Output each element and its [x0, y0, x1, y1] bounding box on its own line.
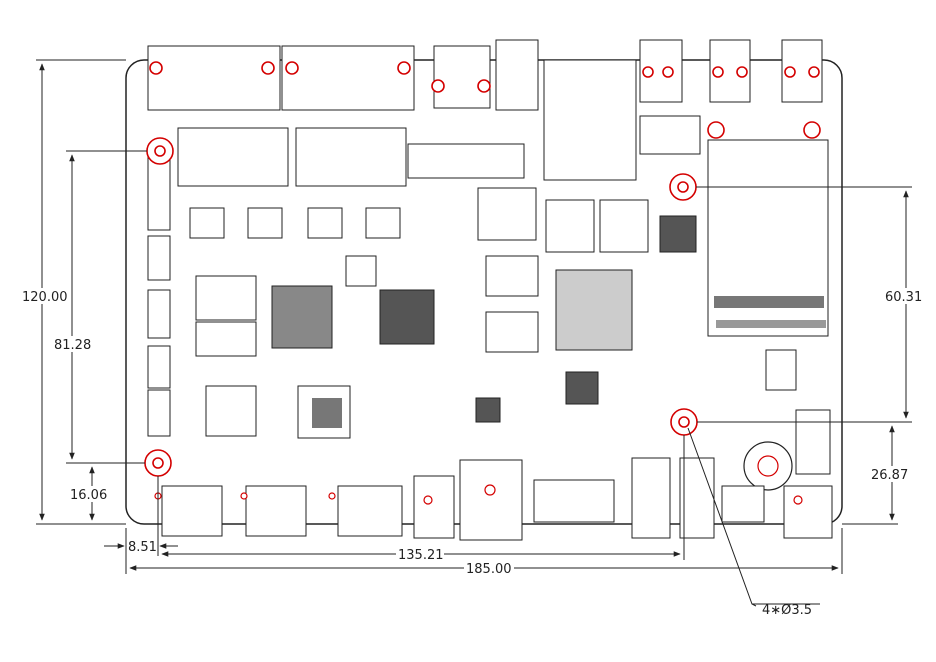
- dim-right-hole-from-bottom: 26.87: [871, 468, 908, 483]
- hole-callout: 4∗Ø3.5: [762, 603, 812, 618]
- dim-hole-offset-left: 8.51: [128, 540, 157, 555]
- bottom-connectors: [154, 457, 833, 541]
- dim-hole-span-horizontal: 135.21: [398, 548, 444, 563]
- dim-height-hole-span-left: 81.28: [54, 338, 91, 353]
- top-connectors: [147, 39, 823, 181]
- dim-height-total: 120.00: [22, 290, 68, 305]
- dim-height-hole-span-right: 60.31: [885, 290, 922, 305]
- dim-width-total: 185.00: [466, 562, 512, 577]
- components: [147, 115, 831, 491]
- dim-hole-from-bottom: 16.06: [70, 488, 107, 503]
- dimension-labels: 120.00 81.28 16.06 8.51 135.21 185.00 60…: [20, 288, 928, 618]
